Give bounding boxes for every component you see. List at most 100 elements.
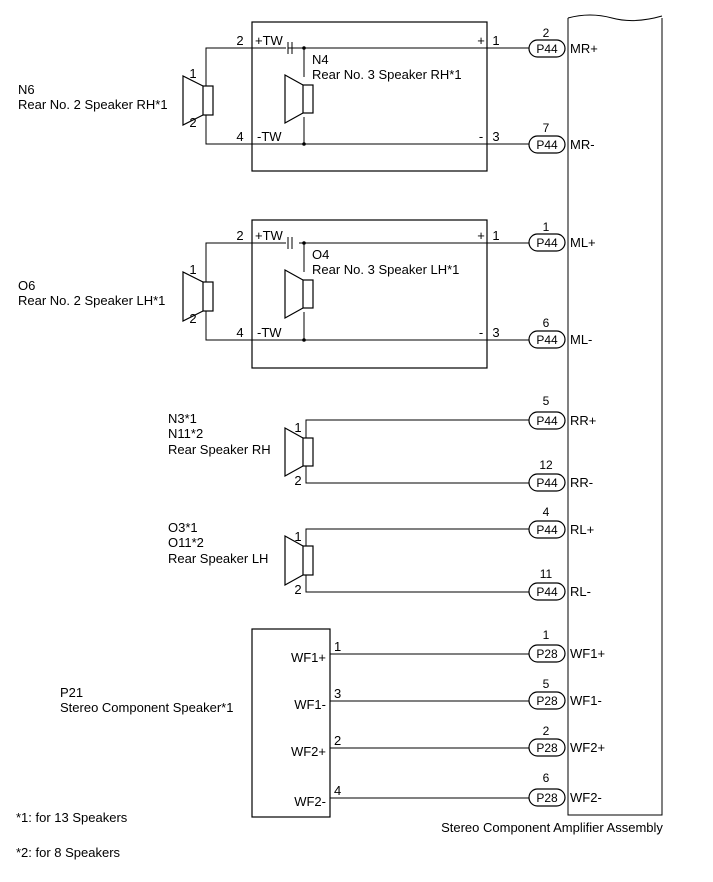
speaker-icon bbox=[284, 534, 314, 587]
rear-rh-code2: N11*2 bbox=[168, 426, 203, 441]
pin-label: RL+ bbox=[570, 522, 594, 537]
rear-lh-wiring bbox=[305, 528, 529, 593]
amp-pin-wf1-plus: 1 P28 WF1+ bbox=[528, 628, 605, 663]
p21-term-wf1-plus: WF1+ bbox=[291, 650, 326, 665]
pin-label: RR- bbox=[570, 475, 593, 490]
o6-code: O6 bbox=[18, 278, 35, 293]
o6-pin-1: 1 bbox=[189, 262, 196, 277]
amp-pin-ml-minus: 6 P44 ML- bbox=[528, 316, 592, 349]
amp-pin-rr-plus: 5 P44 RR+ bbox=[528, 394, 596, 430]
tw-box-lh bbox=[251, 219, 488, 369]
pin-number: 12 bbox=[539, 458, 553, 472]
amp-pin-rl-plus: 4 P44 RL+ bbox=[528, 505, 594, 539]
connector-code: P44 bbox=[536, 333, 558, 347]
tw-rh-name: Rear No. 3 Speaker RH*1 bbox=[312, 67, 462, 82]
connector-code: P28 bbox=[536, 741, 558, 755]
pin-number: 1 bbox=[543, 220, 550, 234]
tw-lh-pin-4: 4 bbox=[236, 325, 243, 340]
rear-lh-pin-1: 1 bbox=[294, 529, 301, 544]
pin-number: 5 bbox=[543, 677, 550, 691]
tw-lh-pin-3: 3 bbox=[492, 325, 499, 340]
p21-pin-4: 4 bbox=[334, 783, 341, 798]
speaker-icon bbox=[284, 426, 314, 478]
rear-lh-code1: O3*1 bbox=[168, 520, 198, 535]
connector-code: P28 bbox=[536, 791, 558, 805]
connector-code: P28 bbox=[536, 694, 558, 708]
p21-pin-1: 1 bbox=[334, 639, 341, 654]
pin-label: RR+ bbox=[570, 413, 596, 428]
speaker-icon bbox=[284, 73, 314, 125]
footnote-1: *1: for 13 Speakers bbox=[16, 810, 128, 825]
pin-label: ML+ bbox=[570, 235, 596, 250]
speaker-icon bbox=[182, 75, 214, 126]
connector-code: P44 bbox=[536, 236, 558, 250]
pin-label: WF1- bbox=[570, 693, 602, 708]
n6-pin-1: 1 bbox=[189, 66, 196, 81]
connector-code: P44 bbox=[536, 476, 558, 490]
connector-code: P44 bbox=[536, 523, 558, 537]
p21-term-wf2-plus: WF2+ bbox=[291, 744, 326, 759]
connector-code: P44 bbox=[536, 414, 558, 428]
pin-number: 11 bbox=[540, 567, 553, 581]
tw-box-rh-wiring bbox=[205, 42, 529, 146]
rear-lh-pin-2: 2 bbox=[294, 582, 301, 597]
p21-pin-3: 3 bbox=[334, 686, 341, 701]
rear-rh-name: Rear Speaker RH bbox=[168, 442, 271, 457]
speaker-icon bbox=[284, 268, 314, 320]
speaker-icon bbox=[182, 271, 214, 322]
pin-label: WF2+ bbox=[570, 740, 605, 755]
pin-label: ML- bbox=[570, 332, 592, 347]
pin-number: 6 bbox=[543, 316, 550, 330]
amplifier-name: Stereo Component Amplifier Assembly bbox=[441, 820, 663, 835]
component-speaker-box bbox=[251, 628, 331, 818]
p21-pin-2: 2 bbox=[334, 733, 341, 748]
o6-pin-2: 2 bbox=[189, 311, 196, 326]
pin-number: 1 bbox=[543, 628, 550, 642]
connector-code: P44 bbox=[536, 42, 558, 56]
o6-name: Rear No. 2 Speaker LH*1 bbox=[18, 293, 165, 308]
pin-label: WF1+ bbox=[570, 646, 605, 661]
amp-pin-wf2-minus: 6 P28 WF2- bbox=[528, 771, 602, 807]
pin-label: MR+ bbox=[570, 41, 598, 56]
n6-name: Rear No. 2 Speaker RH*1 bbox=[18, 97, 168, 112]
footnote-2: *2: for 8 Speakers bbox=[16, 845, 121, 860]
pin-number: 7 bbox=[543, 121, 550, 135]
pin-number: 2 bbox=[543, 724, 550, 738]
amp-pin-rl-minus: 11 P44 RL- bbox=[528, 567, 591, 601]
rear-rh-pin-2: 2 bbox=[294, 473, 301, 488]
tw-lh-minus-sign: - bbox=[479, 325, 483, 340]
connector-code: P44 bbox=[536, 138, 558, 152]
tw-lh-plus-sign: + bbox=[477, 228, 485, 243]
amp-pin-ml-plus: 1 P44 ML+ bbox=[528, 220, 596, 252]
amp-pin-wf2-plus: 2 P28 WF2+ bbox=[528, 724, 605, 757]
tw-rh-plus-sign: + bbox=[477, 33, 485, 48]
tw-rh-plus-tw: +TW bbox=[255, 33, 284, 48]
tw-rh-pin-2: 2 bbox=[236, 33, 243, 48]
n6-pin-2: 2 bbox=[189, 115, 196, 130]
pin-label: WF2- bbox=[570, 790, 602, 805]
rear-rh-wiring bbox=[305, 419, 529, 484]
p21-term-wf1-minus: WF1- bbox=[294, 697, 326, 712]
amplifier-box bbox=[567, 14, 663, 816]
p21-code: P21 bbox=[60, 685, 83, 700]
tw-lh-name: Rear No. 3 Speaker LH*1 bbox=[312, 262, 459, 277]
rear-lh-name: Rear Speaker LH bbox=[168, 551, 268, 566]
tw-lh-plus-tw: +TW bbox=[255, 228, 284, 243]
pin-number: 2 bbox=[543, 26, 550, 40]
tw-rh-pin-1: 1 bbox=[492, 33, 499, 48]
pin-label: RL- bbox=[570, 584, 591, 599]
tw-rh-minus-tw: -TW bbox=[257, 129, 282, 144]
tw-lh-pin-1: 1 bbox=[492, 228, 499, 243]
tw-box-lh-wiring bbox=[205, 237, 529, 342]
rear-rh-pin-1: 1 bbox=[294, 420, 301, 435]
amp-pin-mr-minus: 7 P44 MR- bbox=[528, 121, 595, 154]
amp-pin-wf1-minus: 5 P28 WF1- bbox=[528, 677, 602, 710]
tw-lh-pin-2: 2 bbox=[236, 228, 243, 243]
rear-lh-code2: O11*2 bbox=[168, 535, 204, 550]
tw-rh-code: N4 bbox=[312, 52, 329, 67]
amp-pin-rr-minus: 12 P44 RR- bbox=[528, 458, 593, 492]
component-speaker-wiring bbox=[330, 653, 529, 799]
tw-rh-pin-4: 4 bbox=[236, 129, 243, 144]
tw-rh-pin-3: 3 bbox=[492, 129, 499, 144]
p21-term-wf2-minus: WF2- bbox=[294, 794, 326, 809]
